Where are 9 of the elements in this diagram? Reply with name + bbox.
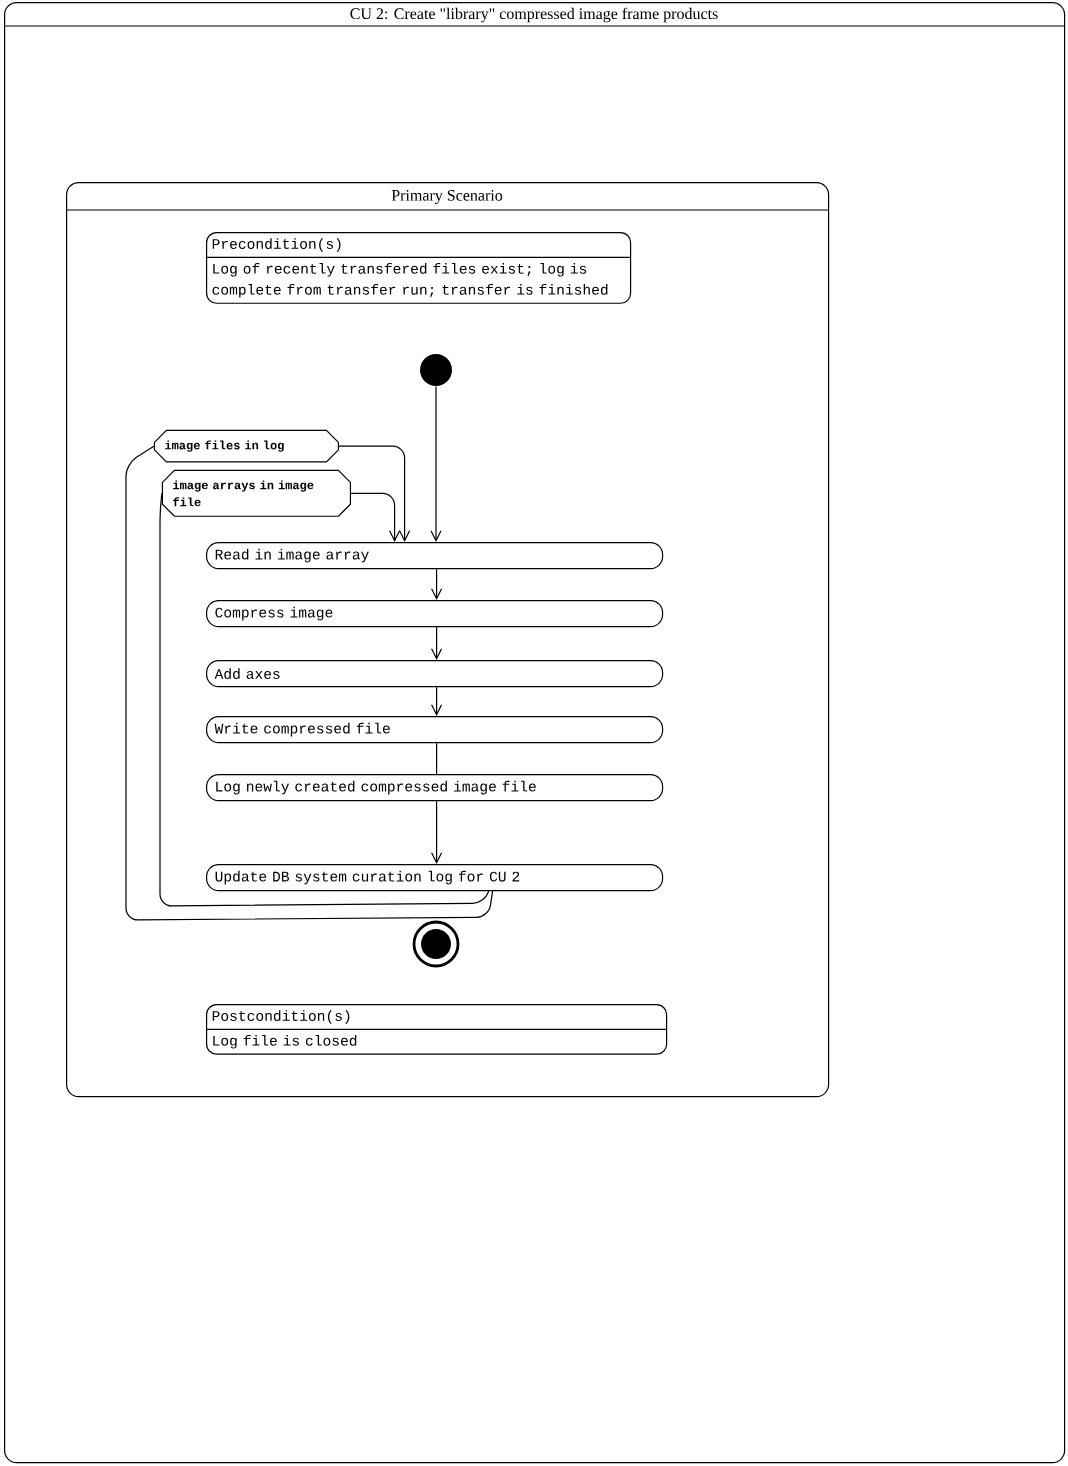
- arrow: [431, 568, 443, 600]
- arrow: [431, 800, 443, 864]
- start-dot: [420, 354, 452, 386]
- arrow: [430, 386, 442, 542]
- arrow: [431, 626, 443, 660]
- arrow: [350, 492, 401, 542]
- arrow: [338, 445, 411, 542]
- arrow: [431, 686, 443, 716]
- end-bullseye: [412, 920, 460, 968]
